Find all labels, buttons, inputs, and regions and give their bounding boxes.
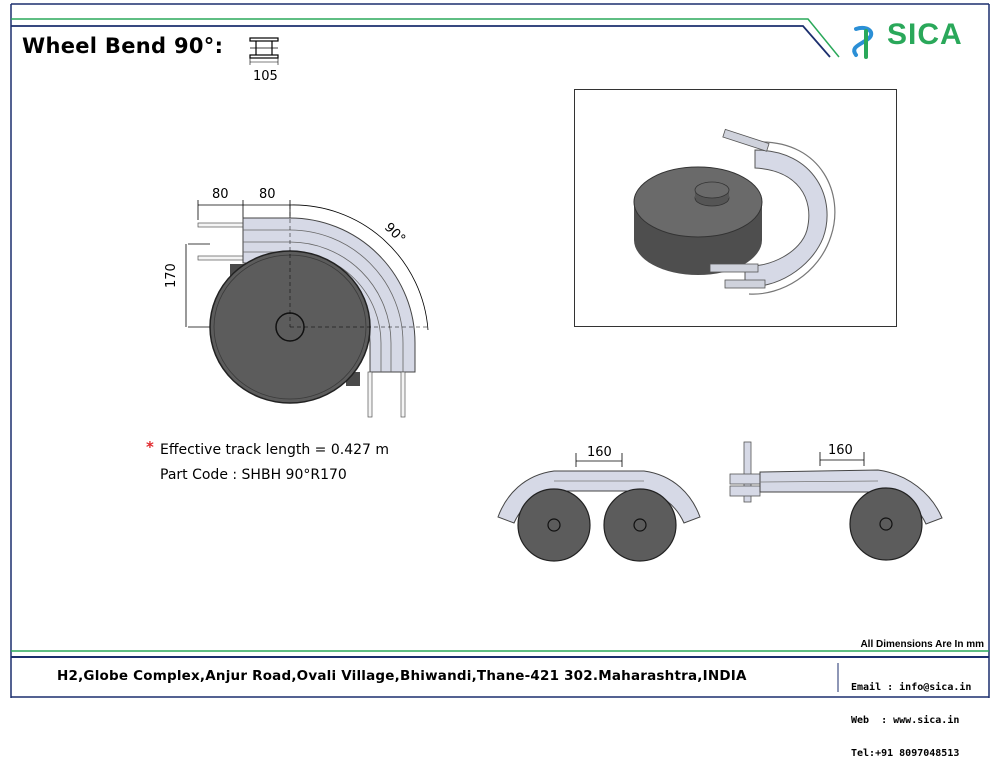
profile-dimension-label: 105 [253,69,278,84]
dimension-unit-note: All Dimensions Are In mm [860,639,984,650]
contact-block: Email : info@sica.in Web : www.sica.in T… [851,660,971,770]
page-frame [10,3,990,698]
sica-logo-icon [852,26,874,59]
contact-web[interactable]: Web : www.sica.in [851,715,960,726]
dim-left-label: 80 [212,187,229,202]
profile-section-icon [249,37,279,65]
logo-text: SICA [887,18,963,51]
footer-address: H2,Globe Complex,Anjur Road,Ovali Villag… [57,668,747,684]
isometric-view [633,128,836,295]
contact-tel: Tel:+91 8097048513 [851,748,960,759]
side-view-right [729,441,943,561]
note-marker: * [146,438,154,456]
side-view-left [497,453,701,562]
page-title: Wheel Bend 90°: [22,34,224,58]
side-right-dim-label: 160 [828,443,853,458]
dim-right-label: 80 [259,187,276,202]
top-view-drawing [185,200,429,418]
contact-email[interactable]: Email : info@sica.in [851,682,972,693]
part-code-note: Part Code : SHBH 90°R170 [160,467,347,483]
notes-block: Effective track length = 0.427 m Part Co… [160,438,389,488]
track-length-note: Effective track length = 0.427 m [160,442,390,458]
dim-height-label: 170 [164,263,179,288]
side-left-dim-label: 160 [587,445,612,460]
isometric-view-box [574,89,897,327]
